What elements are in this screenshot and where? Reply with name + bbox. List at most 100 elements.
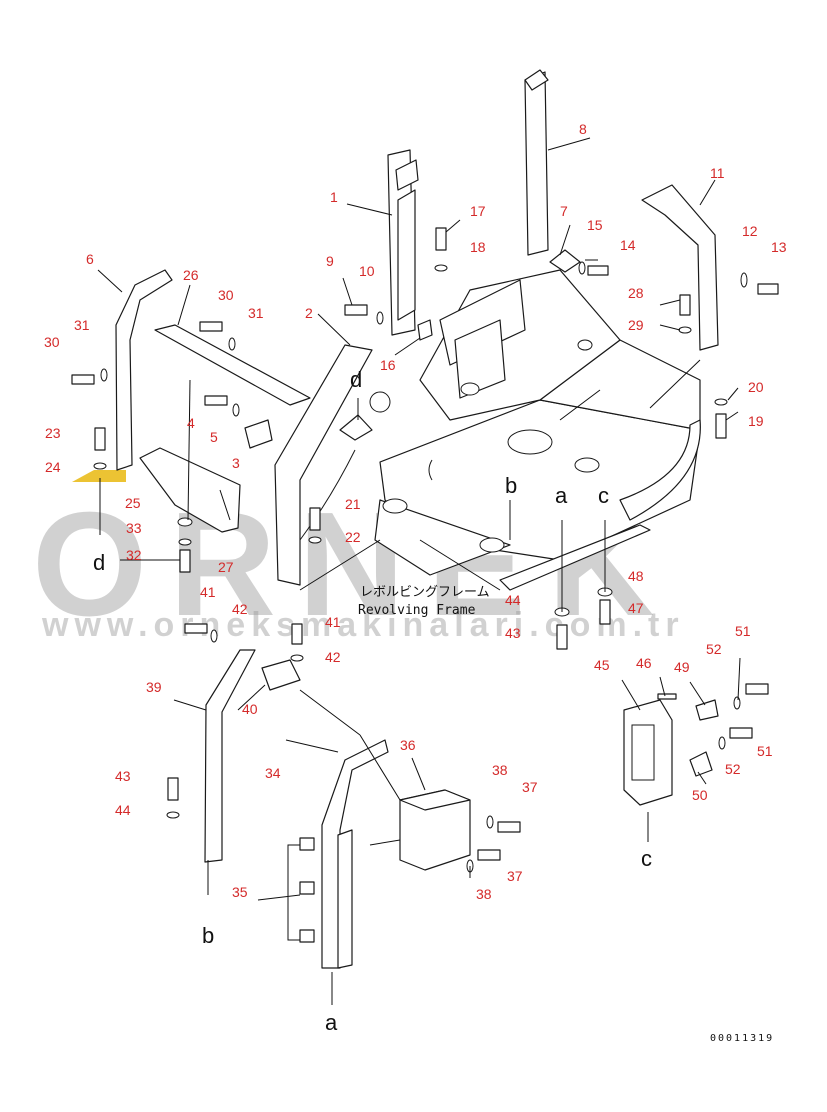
washer-22 [308,536,322,544]
bracket-45-window [631,724,655,781]
frame-center-web [454,319,506,399]
part-45-bracket [623,699,673,806]
column-34-channel [337,829,353,969]
callout-33: 33 [126,520,142,536]
part-34-column [321,739,389,969]
washer-18 [434,264,448,272]
bolt-21 [309,507,321,531]
part-16-clip [417,319,433,341]
callout-19: 19 [748,413,764,429]
callout-25: 25 [125,495,141,511]
washer-12 [740,272,748,288]
callout-47: 47 [628,600,644,616]
callout-1: 1 [330,189,338,205]
view-letter-c-bottom: c [641,846,652,871]
document-number: 00011319 [710,1033,774,1044]
frame-bottom-hole [382,498,408,514]
callout-44-a: 44 [115,802,131,818]
callout-4: 4 [187,415,195,431]
view-letter-b-top: b [505,473,517,498]
callout-30-b: 30 [44,334,60,350]
frame-curved-skirt [619,419,701,521]
watermark-flag-icon [72,470,126,482]
part-35-pads [299,837,315,943]
pad-35-b [299,881,315,895]
washer-24 [93,462,107,470]
callout-44-b: 44 [505,592,521,608]
callout-14: 14 [620,237,636,253]
callout-42-b: 42 [325,649,341,665]
bolt-32 [179,549,191,573]
bolt-30-b [71,374,95,385]
frame-hole-small [574,457,600,473]
part-27-plate [139,447,241,533]
washer-33 [178,538,192,546]
frame-bolt-hole [460,382,480,396]
callout-7: 7 [560,203,568,219]
callout-2: 2 [305,305,313,321]
part-36-box [399,789,471,871]
callout-16: 16 [380,357,396,373]
callout-45: 45 [594,657,610,673]
callout-43-b: 43 [505,625,521,641]
callout-20: 20 [748,379,764,395]
bolt-13 [757,283,779,295]
bolt-47 [599,599,611,625]
callout-10: 10 [359,263,375,279]
part-46-plate [657,693,677,700]
callout-17: 17 [470,203,486,219]
view-letter-a-bottom: a [325,1010,338,1035]
part-11-bracket [641,184,719,351]
column-34-body [321,739,389,969]
callout-46: 46 [636,655,652,671]
callout-29: 29 [628,317,644,333]
bolt-4 [204,395,228,406]
bolt-51-b [729,727,753,739]
part-40-bracket [261,659,301,691]
washer-20 [714,398,728,406]
pillar-8-cap [524,69,549,91]
bolt-9 [344,304,368,316]
plate-27-body [139,447,241,533]
part-6-bracket [115,269,173,471]
callout-35: 35 [232,884,248,900]
bolt-23 [94,427,106,451]
bracket-6-body [115,269,173,471]
bolt-43-center [556,624,568,650]
frame-under-rail [499,524,651,591]
callout-28: 28 [628,285,644,301]
revolving-frame-label-en: Revolving Frame [358,603,476,618]
pad-35-a [299,837,315,851]
callout-31-b: 31 [74,317,90,333]
callout-numbers: 1 2 3 4 5 6 7 8 9 10 11 12 13 14 15 16 1… [44,121,787,902]
callout-34: 34 [265,765,281,781]
pillar-1-cap [395,159,419,191]
box-36-top [399,789,471,811]
callout-37-b: 37 [507,868,523,884]
part-d-bracket [339,414,373,441]
callout-41-a: 41 [200,584,216,600]
part-50-clip [689,751,713,777]
callout-11: 11 [710,165,725,181]
callout-38-a: 38 [492,762,508,778]
watermark-url: www.orneksmakinalari.com.tr [41,606,685,644]
frame-swivel-hole [507,429,553,455]
part-1-pillar [387,149,419,336]
frame-bolt-hole [577,339,593,351]
frame-cable [299,449,356,541]
washer-52-a [733,696,741,710]
pillar-8-body [524,71,549,256]
part-7-bracket [549,249,581,273]
callout-38-b: 38 [476,886,492,902]
callout-21: 21 [345,496,361,512]
revolving-frame: レボルビングフレーム Revolving Frame [274,269,701,618]
callout-23: 23 [45,425,61,441]
part-39-bracket [204,649,256,863]
callout-37-a: 37 [522,779,538,795]
bracket-11-body [641,184,719,351]
bolt-19 [715,413,727,439]
callout-18: 18 [470,239,486,255]
bolt-43 [167,777,179,801]
fasteners-bottom-left [166,623,304,819]
